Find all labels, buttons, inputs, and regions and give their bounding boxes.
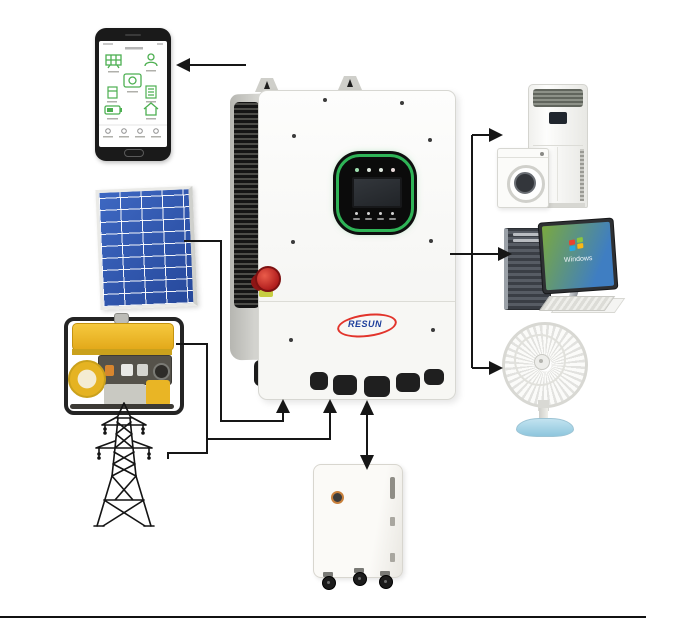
- washing-machine: [497, 148, 549, 208]
- cable-gland: [310, 372, 328, 390]
- washer-door-glass: [514, 172, 536, 194]
- os-name-text: Windows: [563, 255, 593, 264]
- battery-latch: [390, 517, 395, 526]
- phone-speaker: [125, 34, 141, 36]
- screw: [289, 338, 293, 342]
- hybrid-inverter: RESUN: [258, 90, 456, 400]
- cable-gland: [424, 369, 444, 385]
- bottom-nav: [103, 128, 161, 138]
- screw: [400, 101, 404, 105]
- windows-logo: [568, 236, 585, 253]
- cable-gland: [333, 375, 357, 395]
- bottom-divider: [0, 616, 646, 618]
- generator-control-panel: [98, 355, 172, 385]
- ac-vent-grille: [533, 89, 583, 107]
- screw: [429, 239, 433, 243]
- recoil-starter: [68, 360, 106, 398]
- battery-icon: [104, 105, 122, 115]
- inverter-display: [336, 154, 414, 232]
- status-led: [391, 168, 395, 172]
- battery-indicator: [331, 491, 344, 504]
- outlet: [137, 364, 148, 376]
- esc-button: [355, 212, 358, 215]
- screw: [291, 240, 295, 244]
- fan-column: [539, 408, 548, 421]
- wire-grid-branch: [207, 412, 331, 440]
- monitoring-app-phone: [95, 28, 171, 161]
- solar-panel: [95, 185, 198, 311]
- arrowhead-ac: [489, 128, 503, 142]
- battery-unit: [313, 464, 403, 596]
- screw: [431, 328, 435, 332]
- phone-home-button: [124, 149, 144, 157]
- up-button: [367, 212, 370, 215]
- outlet: [121, 364, 133, 376]
- monitor-screen: Windows: [541, 221, 615, 291]
- home-load-icon: [143, 102, 159, 116]
- screw: [428, 138, 432, 142]
- down-button: [379, 212, 382, 215]
- cable-gland: [364, 376, 390, 397]
- solar-icon: [105, 54, 122, 69]
- round-socket: [153, 363, 170, 380]
- washer-knob: [540, 152, 544, 156]
- meter-icon: [107, 86, 118, 99]
- grid-icon: [144, 53, 158, 67]
- grid-tower-icon: [93, 402, 155, 527]
- computer-monitor: Windows: [537, 217, 619, 295]
- generator: [62, 312, 184, 415]
- mounting-bracket-right: [338, 76, 362, 90]
- drive-bay: [513, 233, 543, 236]
- status-led: [379, 168, 383, 172]
- arrowhead-phone: [176, 58, 190, 72]
- app-screen: [99, 41, 167, 147]
- arrowhead-battery-up: [360, 400, 374, 415]
- battery-body: [313, 464, 403, 578]
- engine-block: [104, 384, 146, 406]
- drive-bay: [513, 239, 543, 242]
- washer-door: [507, 165, 545, 203]
- fuel-tank: [72, 323, 174, 351]
- battery-handle-slot: [390, 477, 395, 499]
- generator-switch: [105, 365, 114, 376]
- status-led: [367, 168, 371, 172]
- screw: [292, 134, 296, 138]
- brand-logo: RESUN: [335, 310, 399, 341]
- emergency-stop-knob: [255, 266, 281, 292]
- enter-button: [391, 212, 394, 215]
- inverter-icon: [123, 73, 142, 88]
- cable-gland: [396, 373, 420, 392]
- arrowhead-grid: [323, 399, 337, 413]
- battery-latch: [390, 553, 395, 562]
- mounting-bracket-left: [255, 78, 279, 92]
- ac-display: [549, 112, 567, 124]
- arrowhead-solar: [276, 399, 290, 413]
- screw: [323, 98, 327, 102]
- keyboard: [538, 296, 616, 311]
- fan-base: [516, 418, 574, 437]
- lcd-screen: [352, 177, 402, 208]
- fan-neck: [538, 400, 549, 411]
- status-bar: [103, 43, 113, 45]
- table-fan: [496, 316, 594, 437]
- status-led: [355, 168, 359, 172]
- brand-text: RESUN: [347, 319, 382, 329]
- report-icon: [145, 85, 157, 99]
- inverter-lower-panel: [259, 301, 455, 399]
